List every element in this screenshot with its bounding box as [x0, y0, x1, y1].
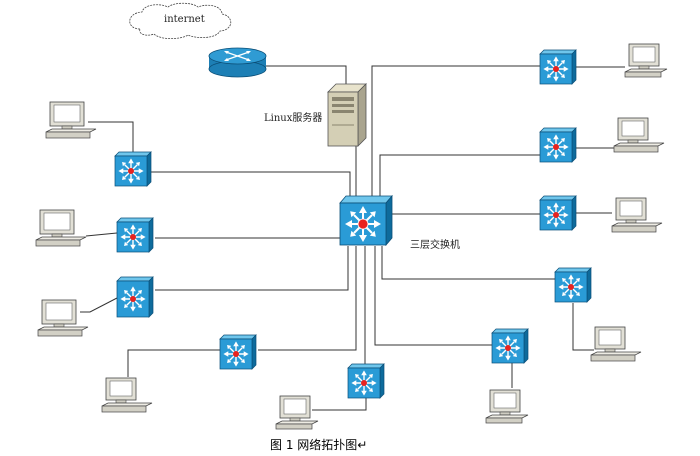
core-switch-icon [339, 194, 393, 247]
switch-icon [554, 267, 592, 303]
switch-icon [114, 151, 152, 187]
switch-icon [491, 328, 529, 364]
pc-icon [35, 209, 87, 247]
pc-icon [613, 117, 665, 153]
link-sw-l3-pc [80, 297, 118, 313]
link-sw-bm-pc [312, 398, 367, 411]
pc-icon [624, 43, 668, 78]
link-core-sw-b1 [258, 246, 357, 351]
pc-icon [45, 101, 97, 139]
pc-icon [590, 326, 642, 362]
switch-icon [539, 195, 577, 231]
link-core-sw-r1 [371, 65, 540, 198]
switch-icon [219, 334, 257, 370]
switch-icon [116, 276, 154, 318]
pc-icon [101, 377, 153, 413]
pc-icon [485, 389, 529, 424]
link-core-sw-r5 [374, 246, 492, 346]
router-icon [208, 47, 267, 78]
figure-caption: 图 1 网络拓扑图↵ [270, 438, 368, 452]
link-sw-l2-pc [85, 232, 118, 237]
switch-icon [539, 127, 577, 163]
internet-label: internet [164, 14, 205, 25]
switch-icon [116, 217, 154, 253]
link-core-sw-l3 [155, 246, 349, 291]
server-icon [327, 83, 367, 147]
switch-icon [347, 363, 385, 399]
link-core-sw-r4 [381, 246, 555, 280]
access-switches [114, 49, 592, 399]
core-switch-label: 三层交换机 [410, 240, 460, 251]
server-label: Linux服务器 [264, 113, 323, 124]
pc-icon [275, 395, 319, 430]
link-sw-r4-pc [572, 303, 594, 351]
link-router-server [266, 65, 347, 88]
link-sw-b1-pc [127, 349, 238, 377]
links [80, 65, 625, 411]
link-core-sw-r2 [379, 154, 540, 200]
internet-cloud-icon [129, 2, 232, 40]
switch-icon [539, 49, 577, 85]
pc-icon [37, 299, 89, 337]
link-core-sw-l1 [150, 171, 351, 198]
pcs [35, 43, 668, 430]
link-sw-l1-pc [88, 121, 134, 153]
pc-icon [611, 197, 663, 233]
